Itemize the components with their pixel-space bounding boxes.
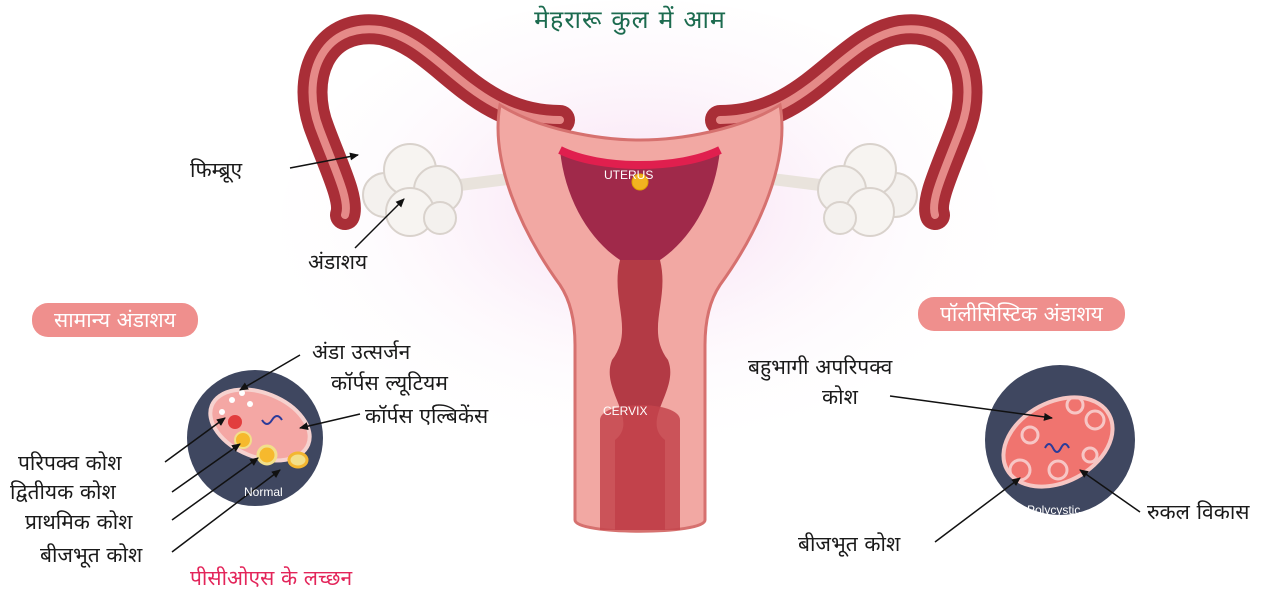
uterus-tag: UTERUS [604, 168, 653, 182]
label-egg-release: अंडा उत्सर्जन [312, 338, 410, 366]
pcos-symptoms-text: पीसीओएस के लच्छन [190, 564, 352, 592]
arrow-pcos-germinal [935, 478, 1020, 542]
label-immature-follicles-line1: बहुभागी अपरिपक्व [748, 353, 892, 381]
label-fimbriae: फिम्ब्रूए [190, 156, 242, 184]
label-stunted-growth: रुकल विकास [1147, 498, 1249, 526]
label-primary-follicle: प्राथमिक कोश [25, 508, 132, 536]
label-germinal-follicle: बीजभूत कोश [40, 541, 142, 569]
label-corpus-luteum: कॉर्पस ल्यूटियम [331, 369, 448, 397]
label-pcos-germinal-follicle: बीजभूत कोश [798, 530, 900, 558]
label-corpus-albicans: कॉर्पस एल्बिकेंस [365, 402, 488, 430]
label-mature-follicle: परिपक्व कोश [18, 449, 122, 477]
polycystic-ovary-heading: पॉलीसिस्टिक अंडाशय [918, 297, 1125, 331]
label-secondary-follicle: द्वितीयक कोश [10, 478, 116, 506]
normal-badge: Normal [244, 485, 283, 499]
cervix-tag: CERVIX [603, 404, 647, 418]
polycystic-badge: Polycystic [1027, 503, 1080, 517]
normal-ovary-heading: सामान्य अंडाशय [32, 303, 198, 337]
diagram-title: मेहरारू कुल में आम [430, 2, 830, 36]
label-ovary: अंडाशय [308, 248, 367, 276]
label-immature-follicles-line2: कोश [822, 383, 858, 411]
